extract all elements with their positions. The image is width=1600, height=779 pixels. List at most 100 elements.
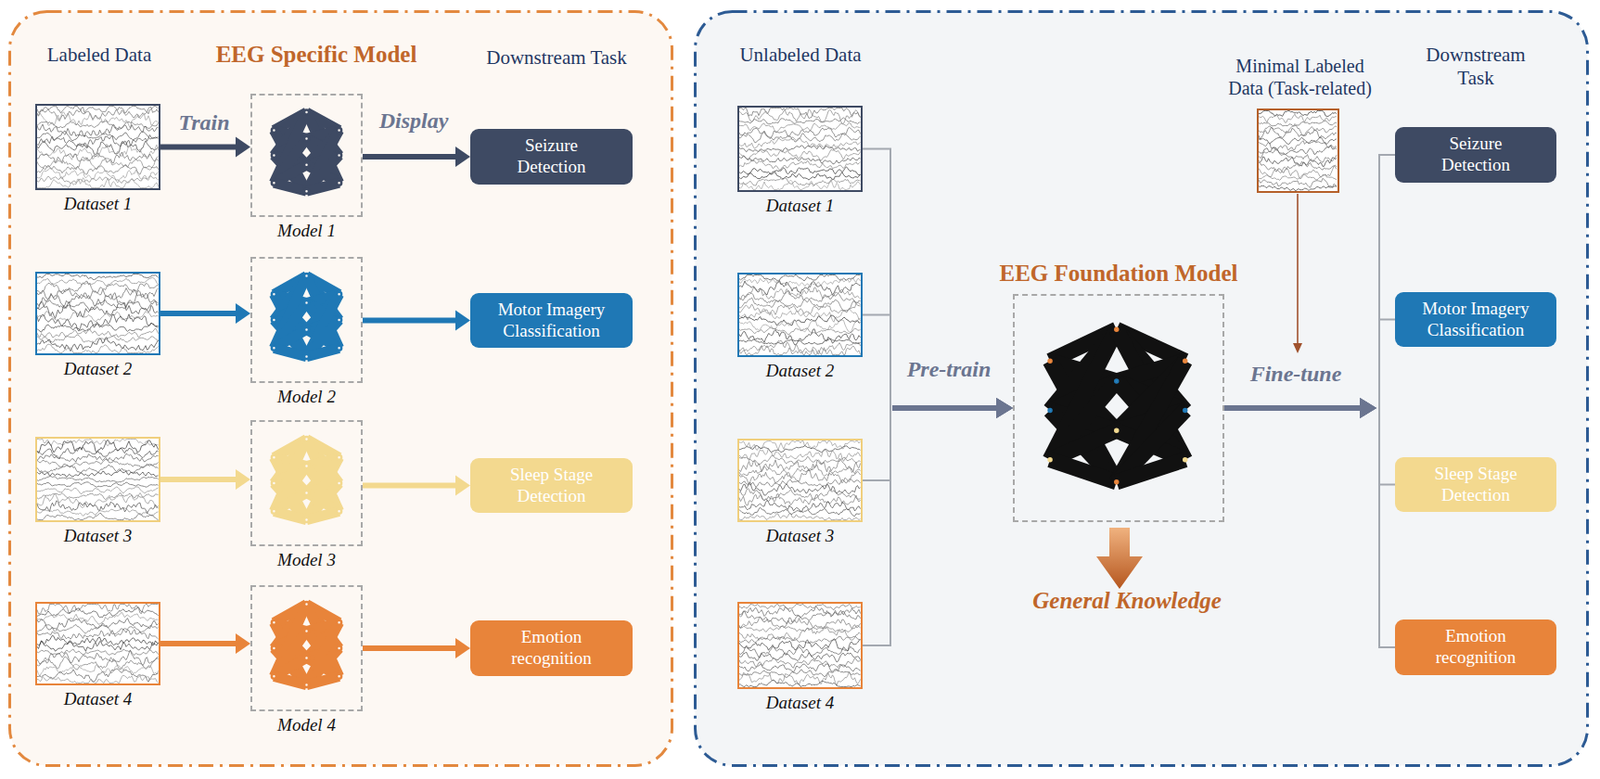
connector	[862, 315, 1013, 420]
arrow-shaft	[362, 318, 458, 324]
knowledge-label: General Knowledge	[1032, 587, 1221, 615]
eeg-trace	[37, 135, 159, 148]
network-link	[273, 603, 307, 677]
eeg-trace	[739, 318, 861, 333]
network-link	[273, 631, 307, 678]
node-graphic	[739, 603, 861, 688]
network-neuron	[271, 292, 277, 297]
dataset-caption: Dataset 3	[702, 525, 898, 547]
eeg-trace	[739, 179, 861, 191]
eeg-trace	[739, 297, 861, 312]
column-heading: Unlabeled Data	[739, 43, 861, 67]
network-neuron	[304, 300, 309, 306]
network-neuron	[1114, 429, 1118, 433]
connector	[862, 397, 1013, 646]
arrowhead	[235, 137, 251, 158]
eeg-trace	[739, 117, 861, 125]
task-box: Sleep Stage Detection	[1395, 457, 1557, 512]
edge-label: Display	[379, 108, 449, 134]
bracket-line	[1379, 320, 1396, 410]
node-graphic	[739, 107, 861, 191]
eeg-trace	[37, 176, 159, 184]
eeg-trace	[37, 453, 159, 462]
network-link	[307, 622, 340, 685]
eeg-trace	[1258, 185, 1337, 191]
network-neuron	[1114, 480, 1118, 484]
eeg-trace	[739, 679, 861, 687]
eeg-trace	[739, 286, 861, 300]
eeg-trace	[739, 636, 861, 643]
task-label: Motor Imagery Classification	[493, 299, 610, 343]
connector	[362, 146, 471, 167]
network-link	[307, 347, 340, 357]
eeg-trace	[37, 121, 159, 130]
node-graphic	[37, 273, 159, 354]
eeg-trace	[37, 143, 159, 160]
node-graphic	[739, 274, 861, 356]
finetune-data-line	[1296, 193, 1299, 346]
network-neuron	[271, 509, 277, 514]
arrowhead	[1359, 397, 1377, 419]
network-link	[273, 347, 307, 357]
bracket-line	[862, 408, 891, 481]
network-neuron	[304, 327, 309, 333]
eeg-trace	[37, 625, 159, 635]
arrowhead	[996, 397, 1013, 419]
model-box: Model 2	[250, 256, 363, 384]
eeg-trace	[37, 463, 159, 474]
arrow-shaft	[892, 405, 999, 411]
eeg-trace	[37, 130, 159, 141]
network-neuron	[304, 655, 309, 661]
network-link	[307, 511, 340, 520]
foundation-heading: EEG Foundation Model	[940, 260, 1297, 287]
network-neuron	[336, 674, 342, 679]
network-link	[307, 483, 340, 521]
foundation-model-box: EEG Foundation Model	[1012, 294, 1225, 523]
connector	[160, 633, 251, 654]
knowledge-arrow	[1096, 527, 1143, 589]
network-neuron	[271, 153, 277, 158]
eeg-trace	[739, 127, 861, 139]
arrowhead	[235, 303, 251, 324]
task-box: Motor Imagery Classification	[470, 293, 633, 348]
arrow-shaft	[892, 405, 999, 411]
task-label: Emotion recognition	[1418, 626, 1534, 669]
bracket-line	[862, 408, 891, 646]
task-box: Seizure Detection	[470, 128, 633, 185]
arrow-shaft	[160, 640, 238, 647]
network-neuron	[304, 436, 309, 442]
model-caption: Model 1	[215, 220, 398, 242]
eeg-trace	[37, 656, 159, 670]
arrowhead	[1359, 397, 1377, 419]
eeg-trace	[739, 671, 861, 686]
eeg-dataset: Dataset 3	[35, 436, 161, 523]
connector	[160, 469, 251, 490]
eeg-trace	[739, 275, 861, 282]
labeled-data-heading: Minimal Labeled Data (Task-related)	[1221, 54, 1380, 100]
arrow-shaft	[362, 153, 458, 160]
network-neuron	[304, 189, 309, 194]
eeg-trace	[37, 344, 159, 353]
eeg-trace	[37, 493, 159, 509]
network-neuron	[336, 180, 342, 186]
eeg-trace	[37, 470, 159, 477]
eeg-trace	[37, 447, 159, 459]
arrowhead	[1359, 397, 1377, 419]
arrowhead	[455, 146, 471, 167]
network-link	[307, 457, 340, 520]
eeg-trace	[739, 494, 861, 507]
connector	[160, 303, 251, 324]
network-neuron	[304, 110, 309, 116]
network-link	[273, 303, 307, 349]
eeg-trace	[37, 604, 159, 615]
network-neuron	[271, 318, 277, 323]
dataset-caption: Dataset 3	[0, 525, 196, 547]
node-graphic	[37, 603, 159, 684]
column-heading: Labeled Data	[47, 43, 153, 67]
eeg-trace	[739, 291, 861, 304]
dataset-caption: Dataset 4	[702, 692, 898, 714]
network-link	[1049, 460, 1117, 483]
connector	[862, 397, 1013, 481]
eeg-trace	[739, 652, 861, 663]
bracket-line	[1379, 154, 1396, 409]
